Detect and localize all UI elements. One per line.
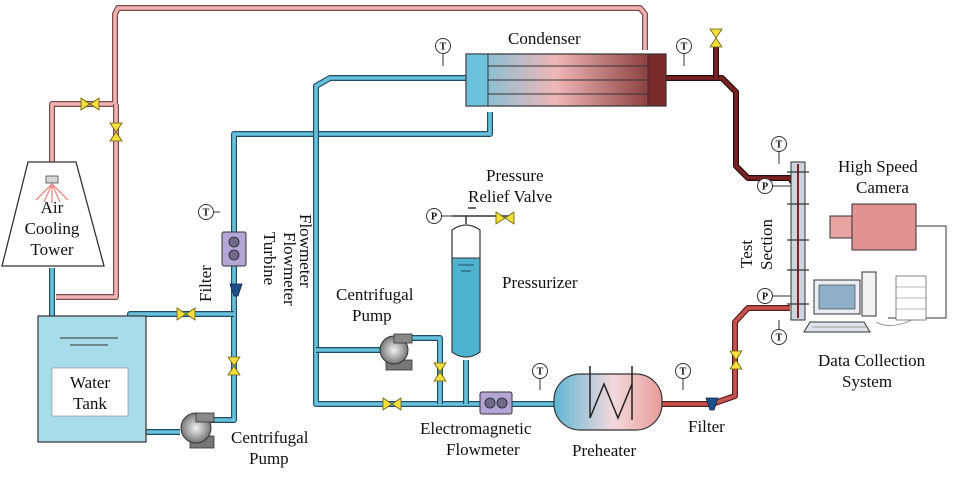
- data-collection-computer: [803, 271, 927, 333]
- camera-label-1: High Speed: [838, 157, 918, 176]
- pressure-sensor-test-bottom-circle: [757, 288, 773, 304]
- valve-filter-line: [176, 307, 196, 321]
- air-cooling-tower: Air Cooling Tower: [1, 161, 105, 267]
- temp-sensor-test-bottom: T: [771, 320, 787, 345]
- pressure-sensor-test-bottom-symbol: P: [762, 292, 768, 303]
- valve-hot-line: [729, 350, 743, 370]
- filter-right: [705, 397, 719, 411]
- turbine-flowmeter-label-2: Flowmeter: [280, 232, 299, 306]
- temp-sensor-condenser-out-circle: [676, 38, 692, 54]
- temp-sensor-preheater-out-symbol: T: [680, 367, 687, 378]
- temp-sensor-test-bottom-symbol: T: [776, 333, 783, 344]
- electromagnetic-flowmeter: [479, 391, 513, 415]
- return-pipe: [49, 5, 648, 300]
- valve-tower-horizontal: [80, 97, 100, 111]
- temp-sensor-condenser-in-circle: [435, 38, 451, 54]
- temp-sensor-turbine-symbol: T: [203, 208, 210, 219]
- tank-label-1: Water: [70, 373, 110, 392]
- pump-upper-label-1: Centrifugal: [336, 285, 414, 304]
- temp-sensor-test-top-circle: [771, 136, 787, 152]
- relief-valve-label-1: Pressure: [486, 166, 544, 185]
- centrifugal-pump-upper: [379, 333, 413, 371]
- camera-label-2: Camera: [856, 178, 909, 197]
- pressure-sensor-test-top: P: [757, 178, 791, 194]
- temp-sensor-preheater-out: T: [675, 363, 691, 390]
- pressure-sensor-test-bottom: P: [757, 288, 791, 304]
- centrifugal-pump-lower: [180, 412, 215, 449]
- valve-tower-vertical: [109, 122, 123, 142]
- daq-label-1: Data Collection: [818, 351, 926, 370]
- turbine-flowmeter-label-1: Turbine: [260, 232, 279, 285]
- em-flowmeter-label-1: Electromagnetic: [420, 419, 532, 438]
- hot-loop-pipe: [660, 44, 801, 407]
- relief-valve-label-2: Relief Valve: [468, 187, 552, 206]
- pressure-sensor-relief-circle: [426, 208, 442, 224]
- test-section: [787, 161, 809, 321]
- high-speed-camera: [829, 203, 947, 319]
- valve-upper-pump: [433, 362, 447, 382]
- temp-sensor-test-top-symbol: T: [776, 140, 783, 151]
- pump-upper-label-2: Pump: [352, 306, 392, 325]
- valve-lower-pump: [227, 356, 241, 376]
- turbine-flowmeter: [221, 231, 247, 267]
- pressure-relief-valve: [452, 207, 515, 225]
- daq-label-2: System: [842, 372, 892, 391]
- cold-loop-pipe: [313, 75, 555, 407]
- temp-sensor-preheater-in-symbol: T: [537, 367, 544, 378]
- filter-left-label: Filter: [196, 265, 215, 302]
- tower-label-2: Cooling: [25, 219, 80, 238]
- temp-sensor-condenser-in-symbol: T: [440, 42, 447, 53]
- pump-lower-label-1: Centrifugal: [231, 428, 309, 447]
- pressurizer-label: Pressurizer: [502, 273, 578, 292]
- temp-sensor-test-top: T: [771, 136, 787, 164]
- preheater: [553, 366, 663, 431]
- test-section-label-2: Section: [757, 219, 776, 270]
- pump-lower-label-2: Pump: [249, 449, 289, 468]
- em-flowmeter-label-2: Flowmeter: [446, 440, 520, 459]
- temp-sensor-preheater-in-circle: [532, 363, 548, 379]
- water-tank: Water Tank: [37, 315, 147, 443]
- preheater-label: Preheater: [572, 441, 637, 460]
- pressure-sensor-test-top-symbol: P: [762, 182, 768, 193]
- temp-sensor-condenser-in: T: [435, 38, 451, 66]
- temp-sensor-preheater-in: T: [532, 363, 548, 390]
- temp-sensor-turbine: T: [198, 204, 220, 220]
- condenser-label: Condenser: [508, 29, 581, 48]
- temp-sensor-condenser-out: T: [676, 38, 692, 66]
- pressurizer: [451, 216, 481, 358]
- temp-sensor-condenser-out-symbol: T: [681, 42, 688, 53]
- condenser: [465, 53, 667, 107]
- pressure-sensor-relief: P: [426, 208, 452, 224]
- temp-sensor-test-bottom-circle: [771, 329, 787, 345]
- valve-cold-return: [382, 397, 402, 411]
- temp-sensor-turbine-circle: [198, 204, 214, 220]
- test-section-label-1: Test: [737, 240, 756, 268]
- flowmeter-vertical-label: Flowmeter: [296, 214, 315, 288]
- tank-label-2: Tank: [73, 394, 107, 413]
- sensor-layer: T T T T T T T P P P: [198, 38, 791, 390]
- pressure-sensor-test-top-circle: [757, 178, 773, 194]
- tower-label-3: Tower: [30, 240, 74, 259]
- valve-condenser-vent: [709, 28, 723, 48]
- temp-sensor-preheater-out-circle: [675, 363, 691, 379]
- filter-right-label: Filter: [688, 417, 725, 436]
- pressure-sensor-relief-symbol: P: [431, 212, 437, 223]
- tower-label-1: Air: [41, 198, 64, 217]
